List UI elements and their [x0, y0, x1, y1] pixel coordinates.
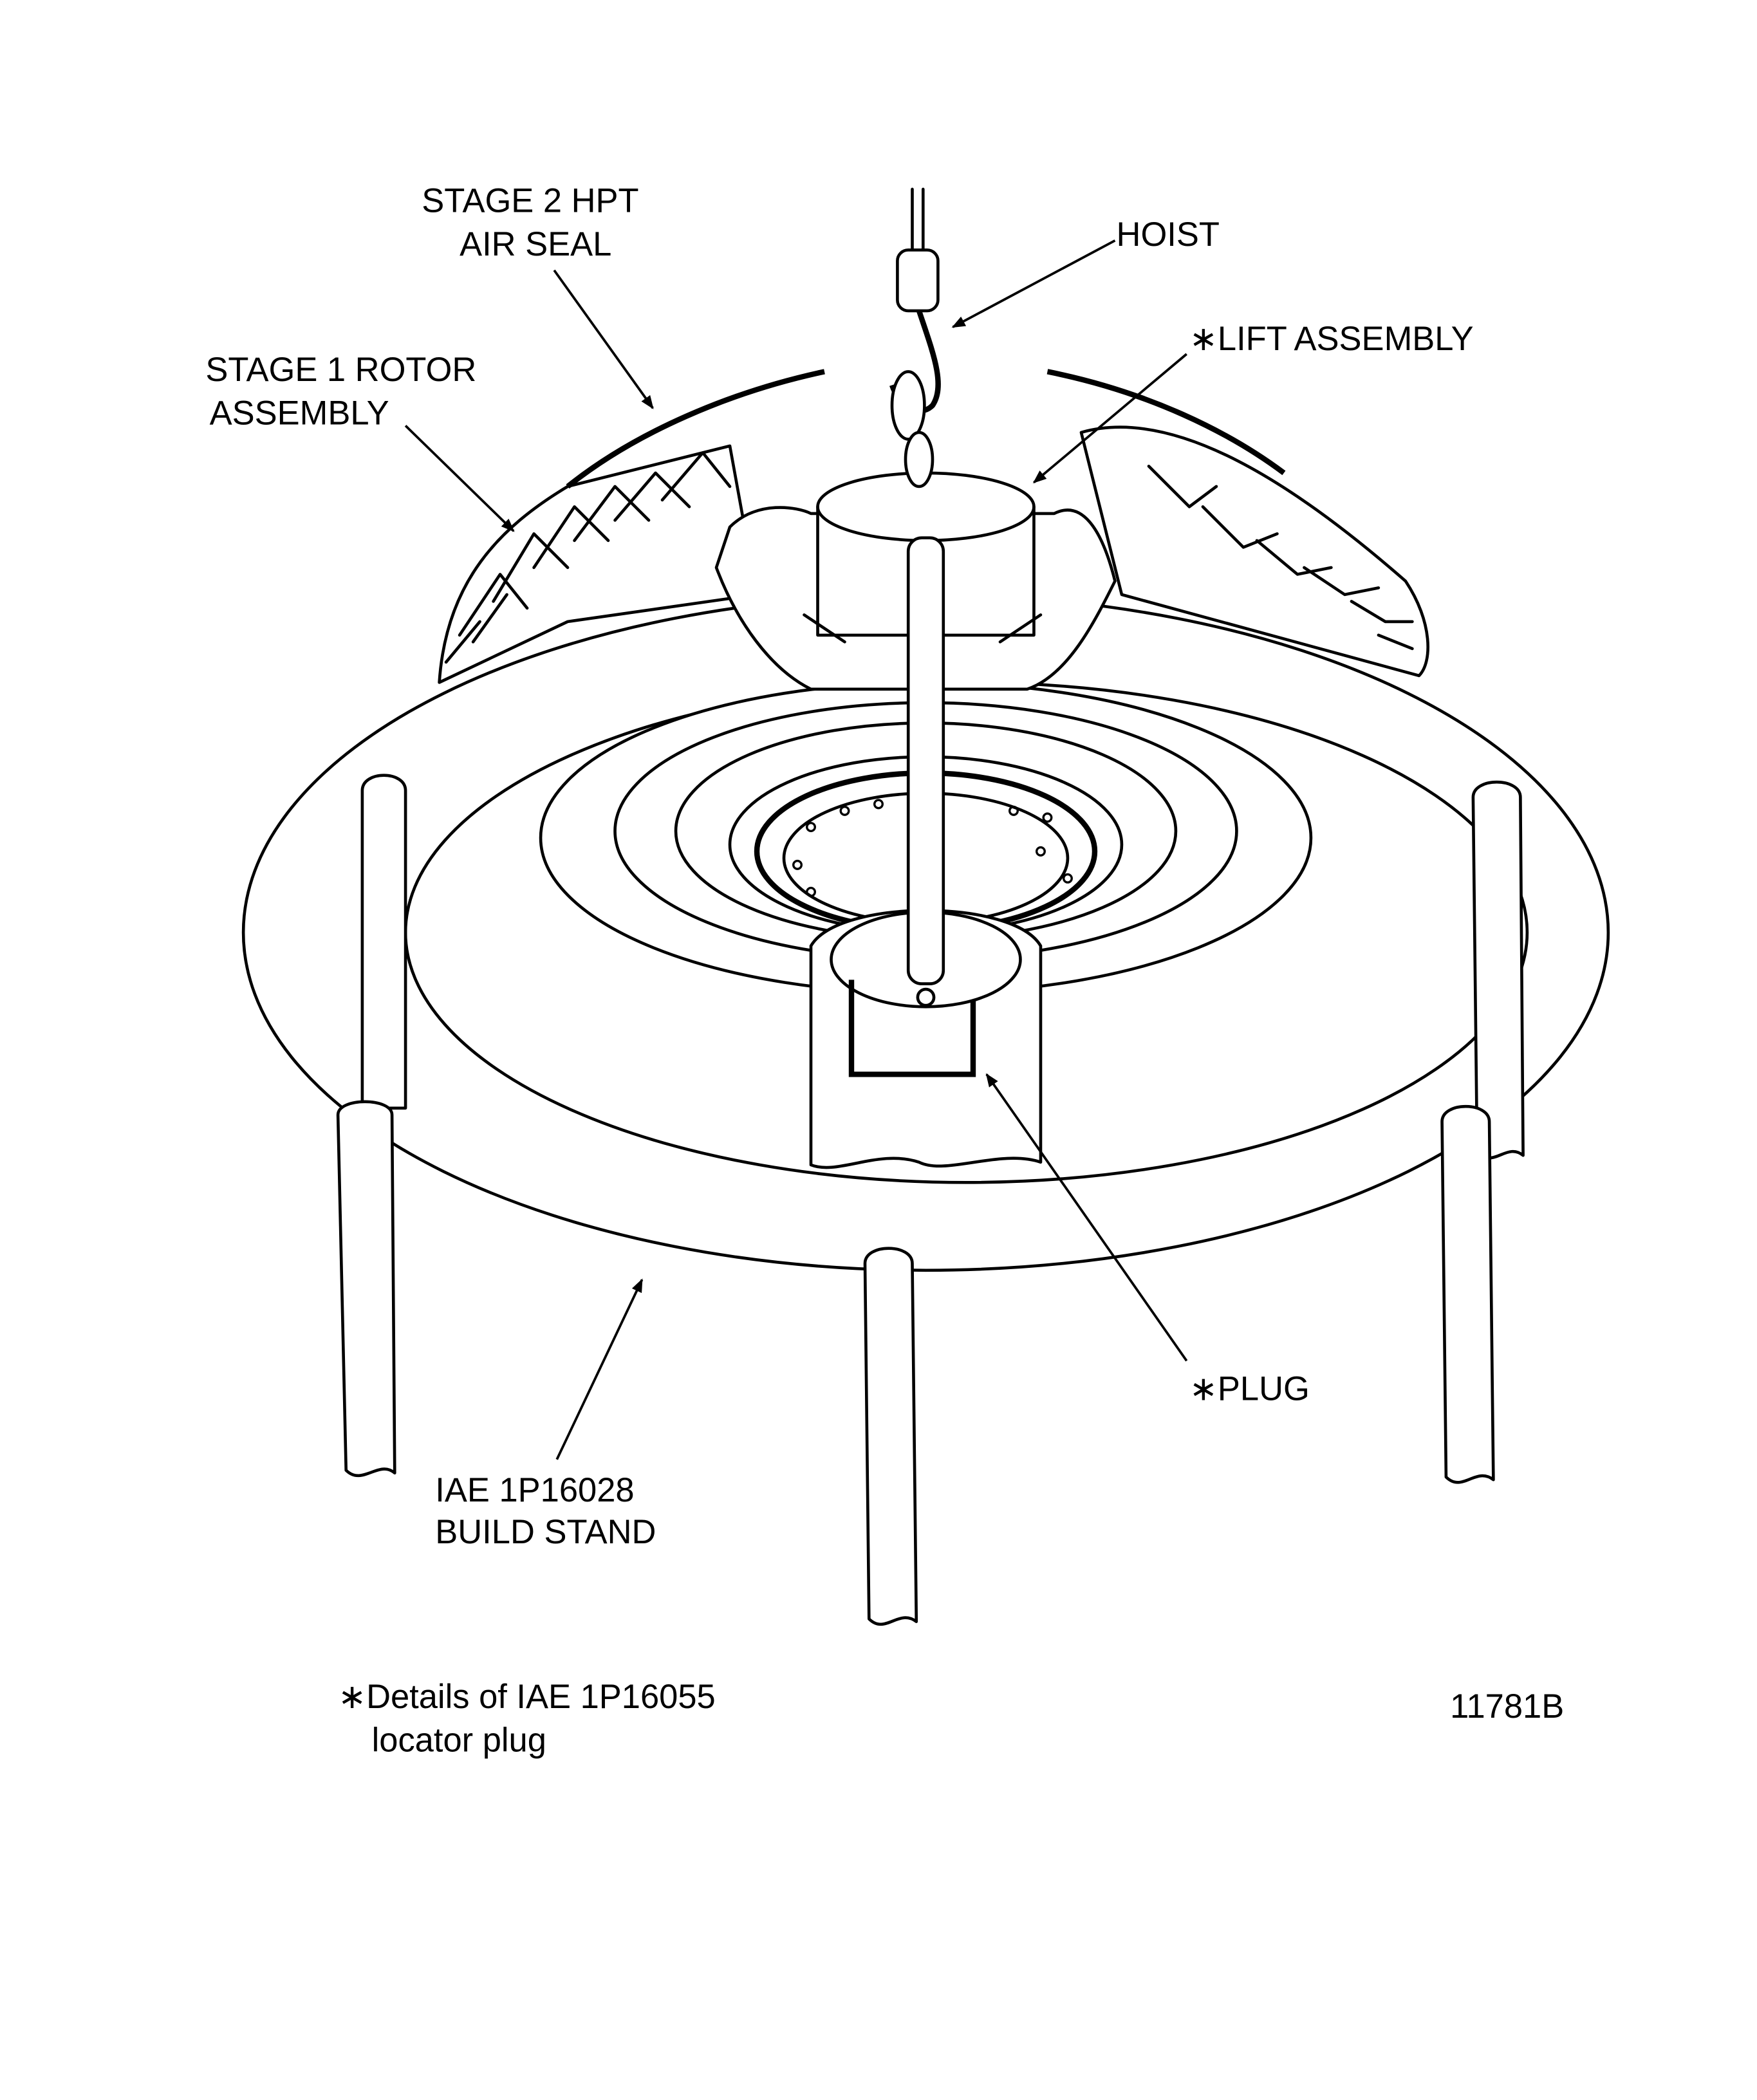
build-stand-legs	[336, 774, 1525, 1626]
figure-id: 11781B	[1450, 1687, 1564, 1725]
label-build-stand-line1: IAE 1P16028	[435, 1471, 634, 1509]
footnote-line2: locator plug	[372, 1721, 546, 1759]
label-hoist: HOIST	[1117, 216, 1220, 254]
label-plug: ∗PLUG	[1189, 1370, 1310, 1408]
footnote-line1: ∗Details of IAE 1P16055	[338, 1678, 716, 1716]
label-lift-assembly: ∗LIFT ASSEMBLY	[1189, 320, 1474, 358]
label-build-stand-line2: BUILD STAND	[435, 1513, 656, 1551]
label-stage2-hpt-air-seal-line2: AIR SEAL	[460, 225, 611, 263]
label-stage2-hpt-air-seal-line1: STAGE 2 HPT	[422, 182, 638, 220]
leader-lines	[404, 239, 1188, 1460]
label-stage1-rotor-line1: STAGE 1 ROTOR	[205, 351, 476, 389]
stage1-rotor-assembly	[438, 369, 1429, 684]
hoist	[889, 187, 941, 488]
label-stage1-rotor-line2: ASSEMBLY	[210, 394, 389, 432]
lift-assembly	[714, 471, 1117, 985]
